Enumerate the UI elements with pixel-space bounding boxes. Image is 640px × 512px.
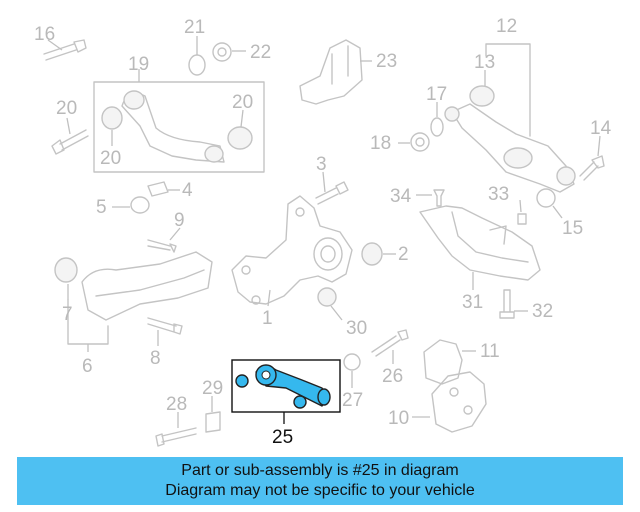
part-32-bolt: [499, 289, 528, 319]
part-25-highlighted-arm[interactable]: [231, 359, 341, 424]
part-9-bolt: [147, 227, 181, 253]
callout-6[interactable]: 6: [82, 356, 93, 377]
callout-9[interactable]: 9: [174, 210, 185, 231]
part-17-washer: [430, 102, 444, 137]
callout-29[interactable]: 29: [202, 378, 223, 399]
callout-16[interactable]: 16: [34, 24, 55, 45]
callout-22[interactable]: 21: [184, 17, 205, 38]
part-15-nut: [536, 188, 563, 219]
part-33-clip: [517, 199, 527, 225]
callout-19[interactable]: 19: [128, 54, 149, 75]
part-19-upper-arm-assembly: [93, 69, 265, 173]
callout-13[interactable]: 13: [474, 52, 495, 73]
callout-12[interactable]: 12: [496, 16, 517, 37]
callout-30[interactable]: 30: [346, 318, 367, 339]
callout-8[interactable]: 8: [150, 348, 161, 369]
part-34-clip: [416, 189, 445, 207]
callout-33[interactable]: 33: [488, 184, 509, 205]
part-12-control-arm: [444, 43, 576, 193]
parts-diagram: 16 21 22 19 20 20 20 23: [34, 16, 612, 448]
callout-15[interactable]: 15: [562, 218, 583, 239]
part-11-cover: [423, 339, 476, 385]
callout-17[interactable]: 17: [426, 84, 447, 105]
part-21-bolt: [51, 117, 89, 155]
part-26-bolt: [371, 329, 409, 364]
banner-line-1: Part or sub-assembly is #25 in diagram: [181, 462, 459, 479]
part-1-knuckle: [231, 195, 353, 307]
part-28-bolt: [155, 412, 197, 447]
part-24-bracket: [299, 39, 372, 105]
callout-3[interactable]: 3: [316, 154, 327, 175]
callout-24[interactable]: 23: [376, 51, 397, 72]
callout-20b[interactable]: 20: [232, 92, 253, 113]
part-14-bolt: [579, 135, 605, 181]
part-5-nut: [112, 196, 150, 214]
part-4-bracket: [147, 181, 180, 197]
part-10-bracket: [412, 371, 487, 433]
callout-21[interactable]: 20: [56, 98, 77, 119]
callout-7[interactable]: 7: [62, 304, 73, 325]
part-23-nut: [212, 42, 246, 62]
callout-18[interactable]: 18: [370, 133, 391, 154]
callout-32[interactable]: 32: [532, 301, 553, 322]
part-29-clip: [205, 396, 221, 433]
part-18-nut: [398, 132, 430, 152]
part-8-bolt: [147, 317, 183, 346]
callout-11[interactable]: 11: [480, 341, 500, 362]
info-banner: Part or sub-assembly is #25 in diagram D…: [17, 457, 623, 505]
callout-23[interactable]: 22: [250, 42, 271, 63]
callout-20a[interactable]: 20: [100, 148, 121, 169]
part-3-bolt: [315, 171, 349, 205]
callout-5[interactable]: 5: [96, 197, 107, 218]
part-2-bushing: [361, 242, 396, 266]
part-6-lower-arm: [54, 251, 213, 352]
callout-31[interactable]: 31: [462, 292, 483, 313]
callout-14[interactable]: 14: [590, 118, 612, 139]
callout-2[interactable]: 2: [398, 244, 409, 265]
callout-26[interactable]: 26: [382, 366, 403, 387]
banner-line-2: Diagram may not be specific to your vehi…: [165, 482, 475, 499]
callout-27[interactable]: 27: [342, 390, 363, 411]
part-31-bracket: [419, 205, 541, 290]
callout-1[interactable]: 1: [262, 308, 273, 329]
callout-28[interactable]: 28: [166, 394, 187, 415]
part-16-bolt: [43, 39, 87, 61]
callout-4[interactable]: 4: [182, 180, 193, 201]
callout-25[interactable]: 25: [272, 427, 293, 448]
part-22-washer: [188, 36, 206, 76]
part-30-bushing: [317, 287, 343, 321]
callout-10[interactable]: 10: [388, 408, 409, 429]
part-27-nut: [343, 353, 361, 388]
callout-34[interactable]: 34: [390, 186, 412, 207]
